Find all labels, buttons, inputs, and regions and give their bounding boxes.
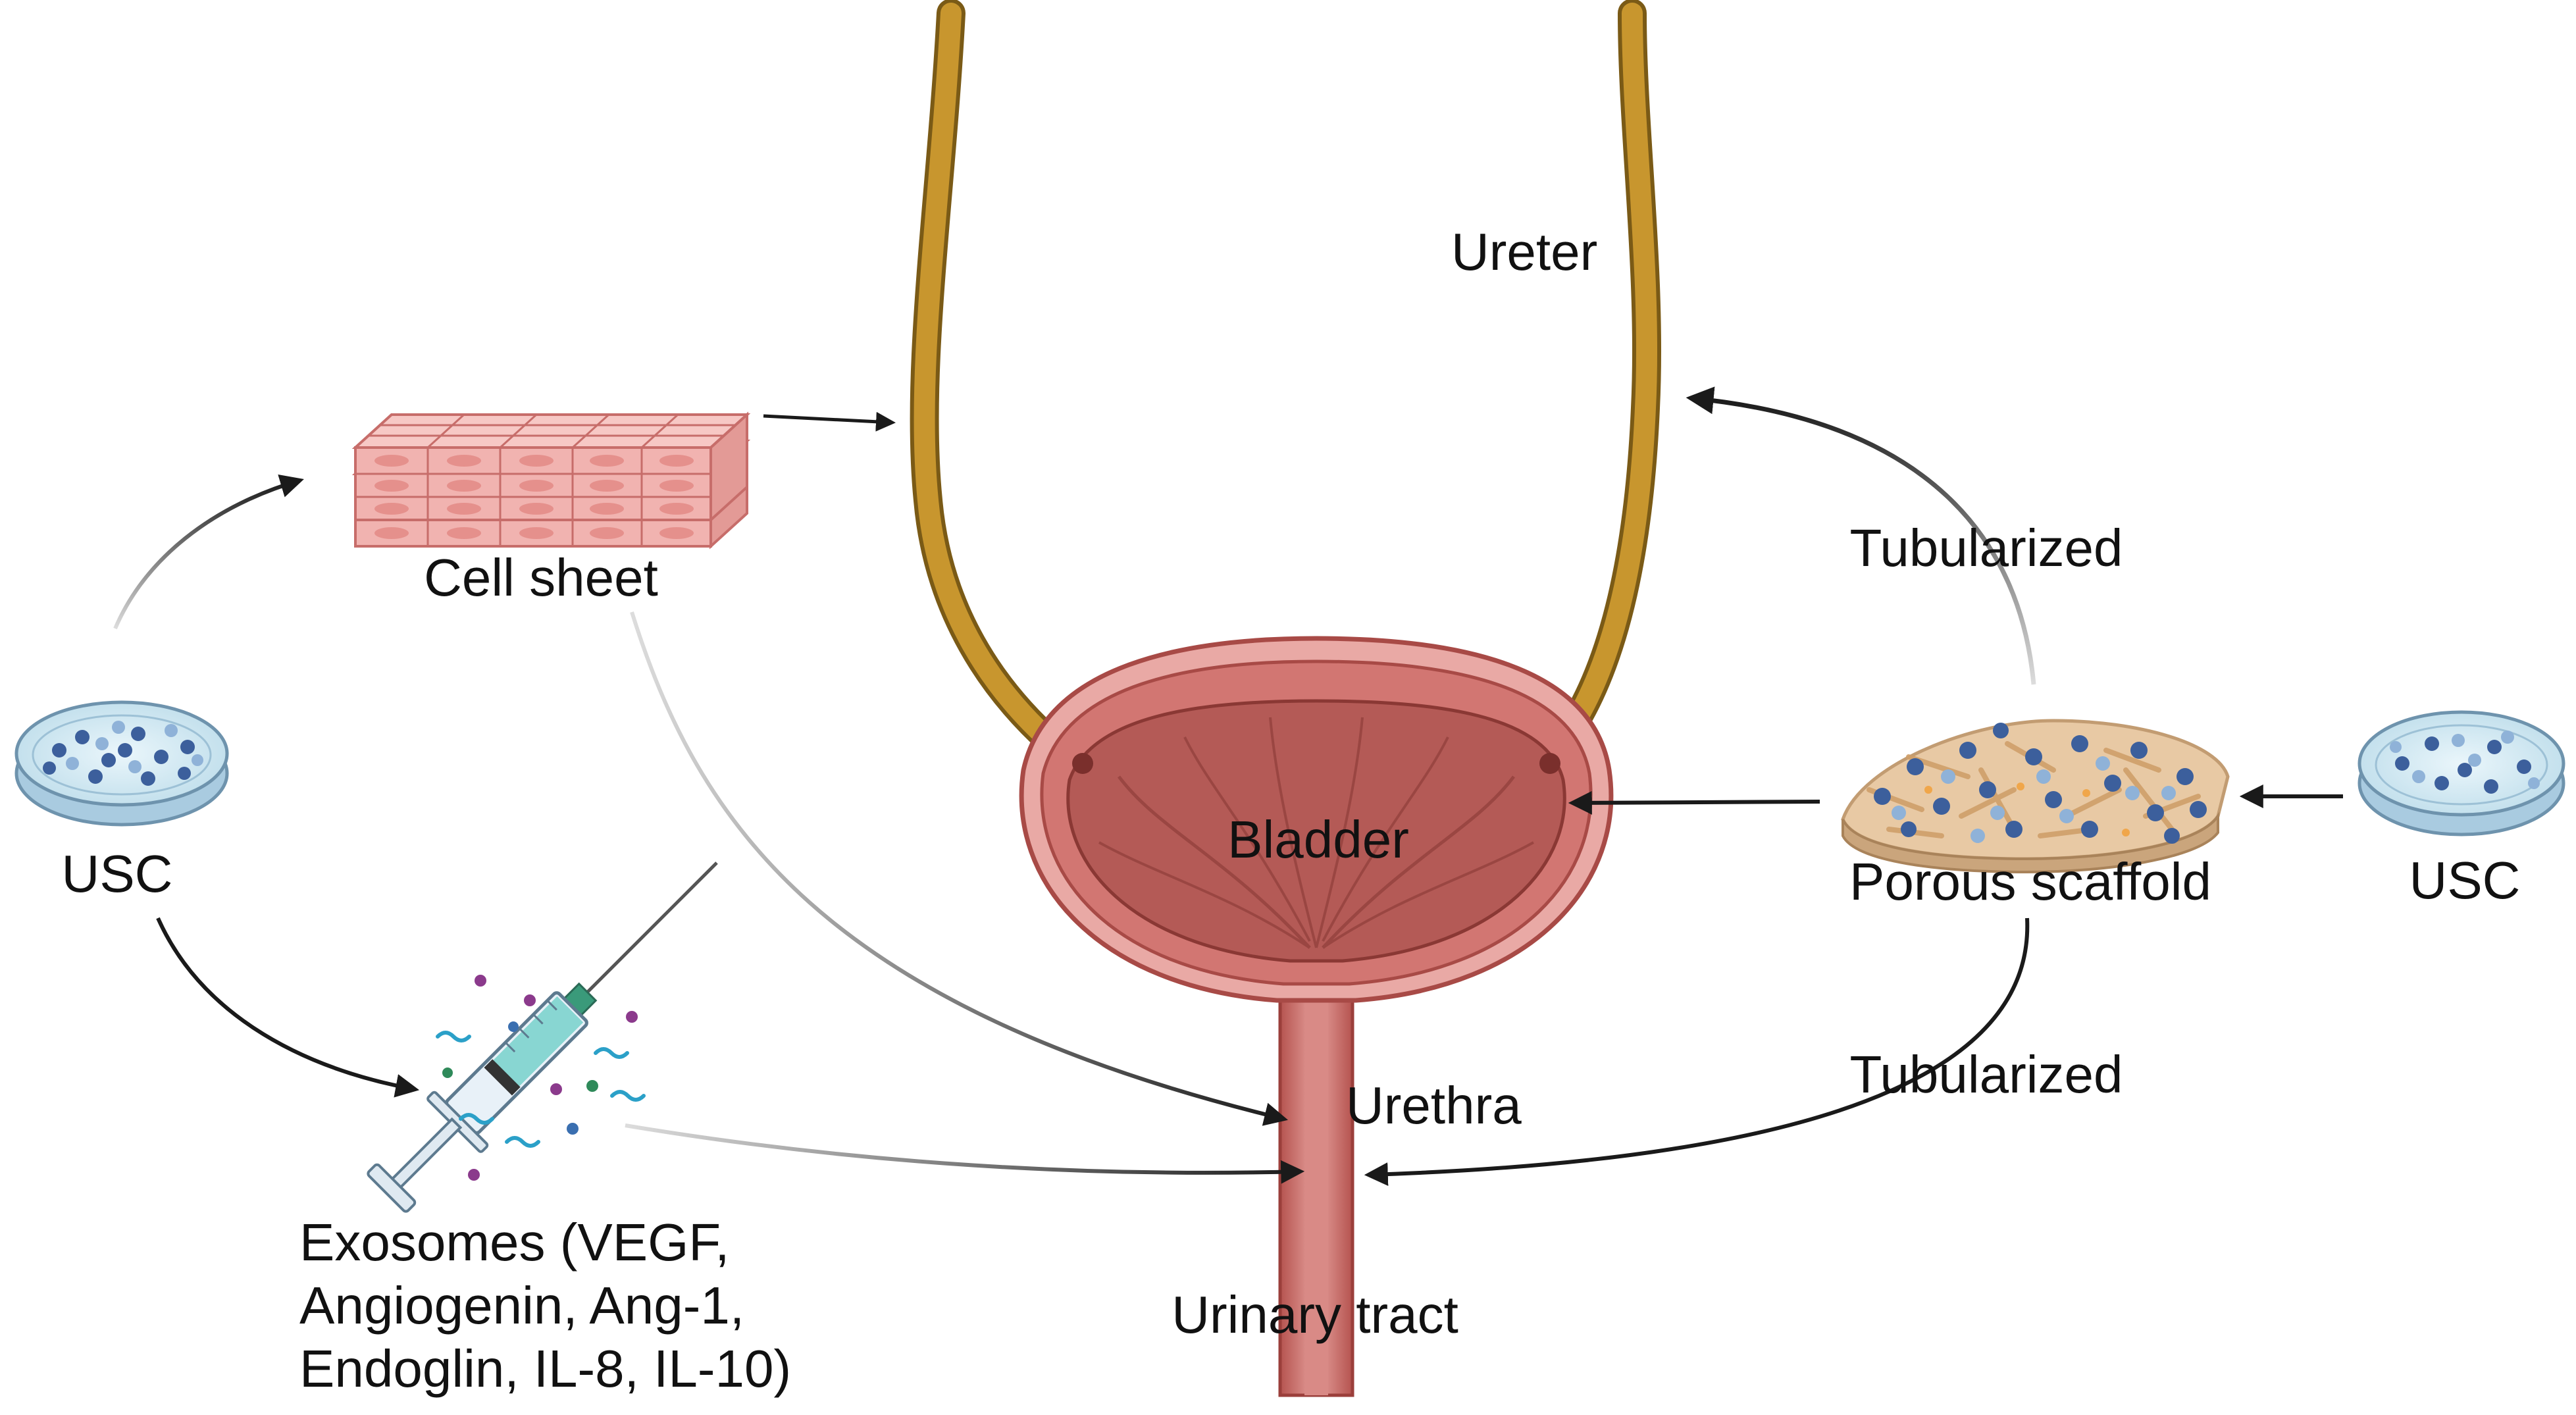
bladder-icon [1019, 636, 1614, 1397]
label-usc-left: USC [61, 844, 173, 903]
label-exosomes-line-2: Angiogenin, Ang-1, [299, 1276, 745, 1335]
label-urinary-tract: Urinary tract [1172, 1285, 1458, 1344]
label-exosomes: Exosomes (VEGF, Angiogenin, Ang-1, Endog… [299, 1211, 791, 1401]
label-porous-scaffold: Porous scaffold [1849, 852, 2211, 911]
label-exosomes-line-1: Exosomes (VEGF, [299, 1213, 730, 1272]
label-ureter: Ureter [1451, 222, 1598, 281]
arrow-cell-sheet-to-urethra [630, 611, 1288, 1126]
label-tubularized-bottom: Tubularized [1849, 1045, 2123, 1104]
cell-sheet-icon [351, 411, 751, 548]
arrow-usc-to-exosomes [156, 917, 420, 1098]
label-usc-right: USC [2409, 851, 2521, 910]
arrow-usc-to-cell-sheet [113, 474, 304, 630]
arrow-cell-sheet-to-ureter [763, 411, 896, 432]
label-urethra: Urethra [1346, 1076, 1522, 1135]
arrow-exosomes-to-urethra [625, 1123, 1305, 1184]
petri-dish-icon [2357, 710, 2565, 836]
arrow-scaffold-to-urethra [1364, 917, 2030, 1187]
porous-scaffold-icon [1841, 719, 2230, 874]
ureter-right [1555, 0, 1662, 745]
ureter-left [910, 0, 1068, 758]
label-cell-sheet: Cell sheet [424, 548, 658, 607]
petri-dish-icon [14, 700, 229, 827]
label-bladder: Bladder [1227, 810, 1409, 869]
arrow-scaffold-to-ureter [1686, 386, 2036, 685]
label-tubularized-top: Tubularized [1849, 519, 2123, 577]
label-exosomes-line-3: Endoglin, IL-8, IL-10) [299, 1339, 792, 1398]
syringe-icon [367, 862, 718, 1213]
arrow-scaffold-to-bladder [1568, 790, 1820, 815]
